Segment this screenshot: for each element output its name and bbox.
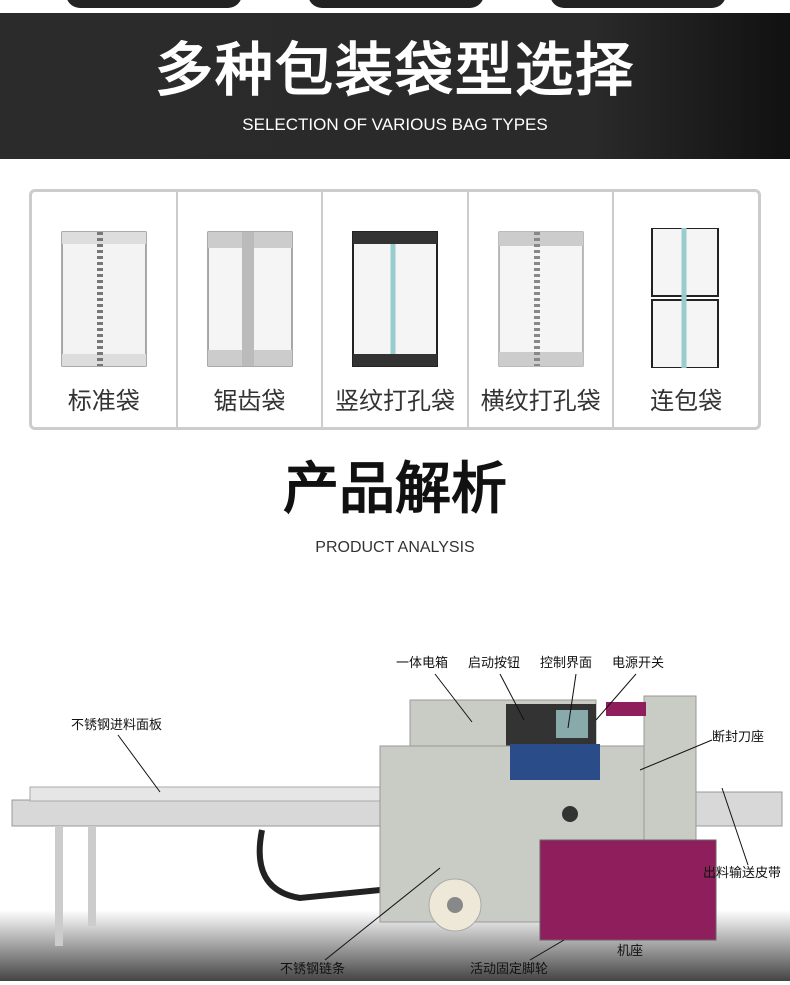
analysis-title: 产品解析 [283, 457, 507, 522]
banner-title: 多种包装袋型选择 [154, 36, 635, 104]
packaging-machine-illustration [0, 673, 790, 981]
vertical-perforated-bag-icon [352, 231, 439, 367]
label-feed-panel: 不锈钢进料面板 [71, 718, 163, 733]
top-strip [0, 0, 790, 14]
bag-standard: 标准袋 [32, 192, 178, 427]
label-base: 机座 [617, 944, 644, 959]
label-casters: 活动固定脚轮 [470, 962, 549, 977]
bag-label: 横纹打孔袋 [480, 387, 601, 415]
label-chain: 不锈钢链条 [280, 962, 346, 977]
top-tab-button[interactable] [66, 0, 242, 8]
label-start-button: 启动按钮 [468, 656, 521, 671]
standard-bag-icon [61, 231, 147, 367]
top-tab-button[interactable] [550, 0, 726, 8]
top-tab-button[interactable] [308, 0, 484, 8]
bag-connected: 连包袋 [614, 192, 758, 427]
bag-label: 连包袋 [650, 387, 723, 415]
bag-label: 标准袋 [67, 387, 140, 415]
label-power-switch: 电源开关 [612, 656, 665, 671]
label-output-belt: 出料输送皮带 [703, 866, 782, 881]
label-cutter-seat: 断封刀座 [712, 730, 765, 745]
bag-types-banner: 多种包装袋型选择 SELECTION OF VARIOUS BAG TYPES [0, 13, 790, 159]
machine-diagram: 不锈钢进料面板 一体电箱 启动按钮 控制界面 电源开关 断封刀座 出料输送皮带 … [0, 640, 790, 981]
bag-type-grid: 标准袋 锯齿袋 竖纹打孔袋 横纹打孔袋 连包袋 [29, 189, 761, 430]
horizontal-perforated-bag-icon [498, 231, 584, 367]
bag-label: 竖纹打孔袋 [334, 387, 455, 415]
banner-subtitle: SELECTION OF VARIOUS BAG TYPES [242, 115, 548, 134]
analysis-subtitle: PRODUCT ANALYSIS [315, 539, 475, 556]
label-control-panel: 控制界面 [540, 656, 593, 671]
connected-bag-icon [651, 228, 720, 368]
serrated-bag-icon [207, 231, 293, 367]
bag-vertical-perforated: 竖纹打孔袋 [323, 192, 469, 427]
bag-label: 锯齿袋 [213, 387, 286, 415]
bag-horizontal-perforated: 横纹打孔袋 [469, 192, 615, 427]
bag-serrated: 锯齿袋 [178, 192, 324, 427]
label-electric-box: 一体电箱 [396, 656, 449, 671]
